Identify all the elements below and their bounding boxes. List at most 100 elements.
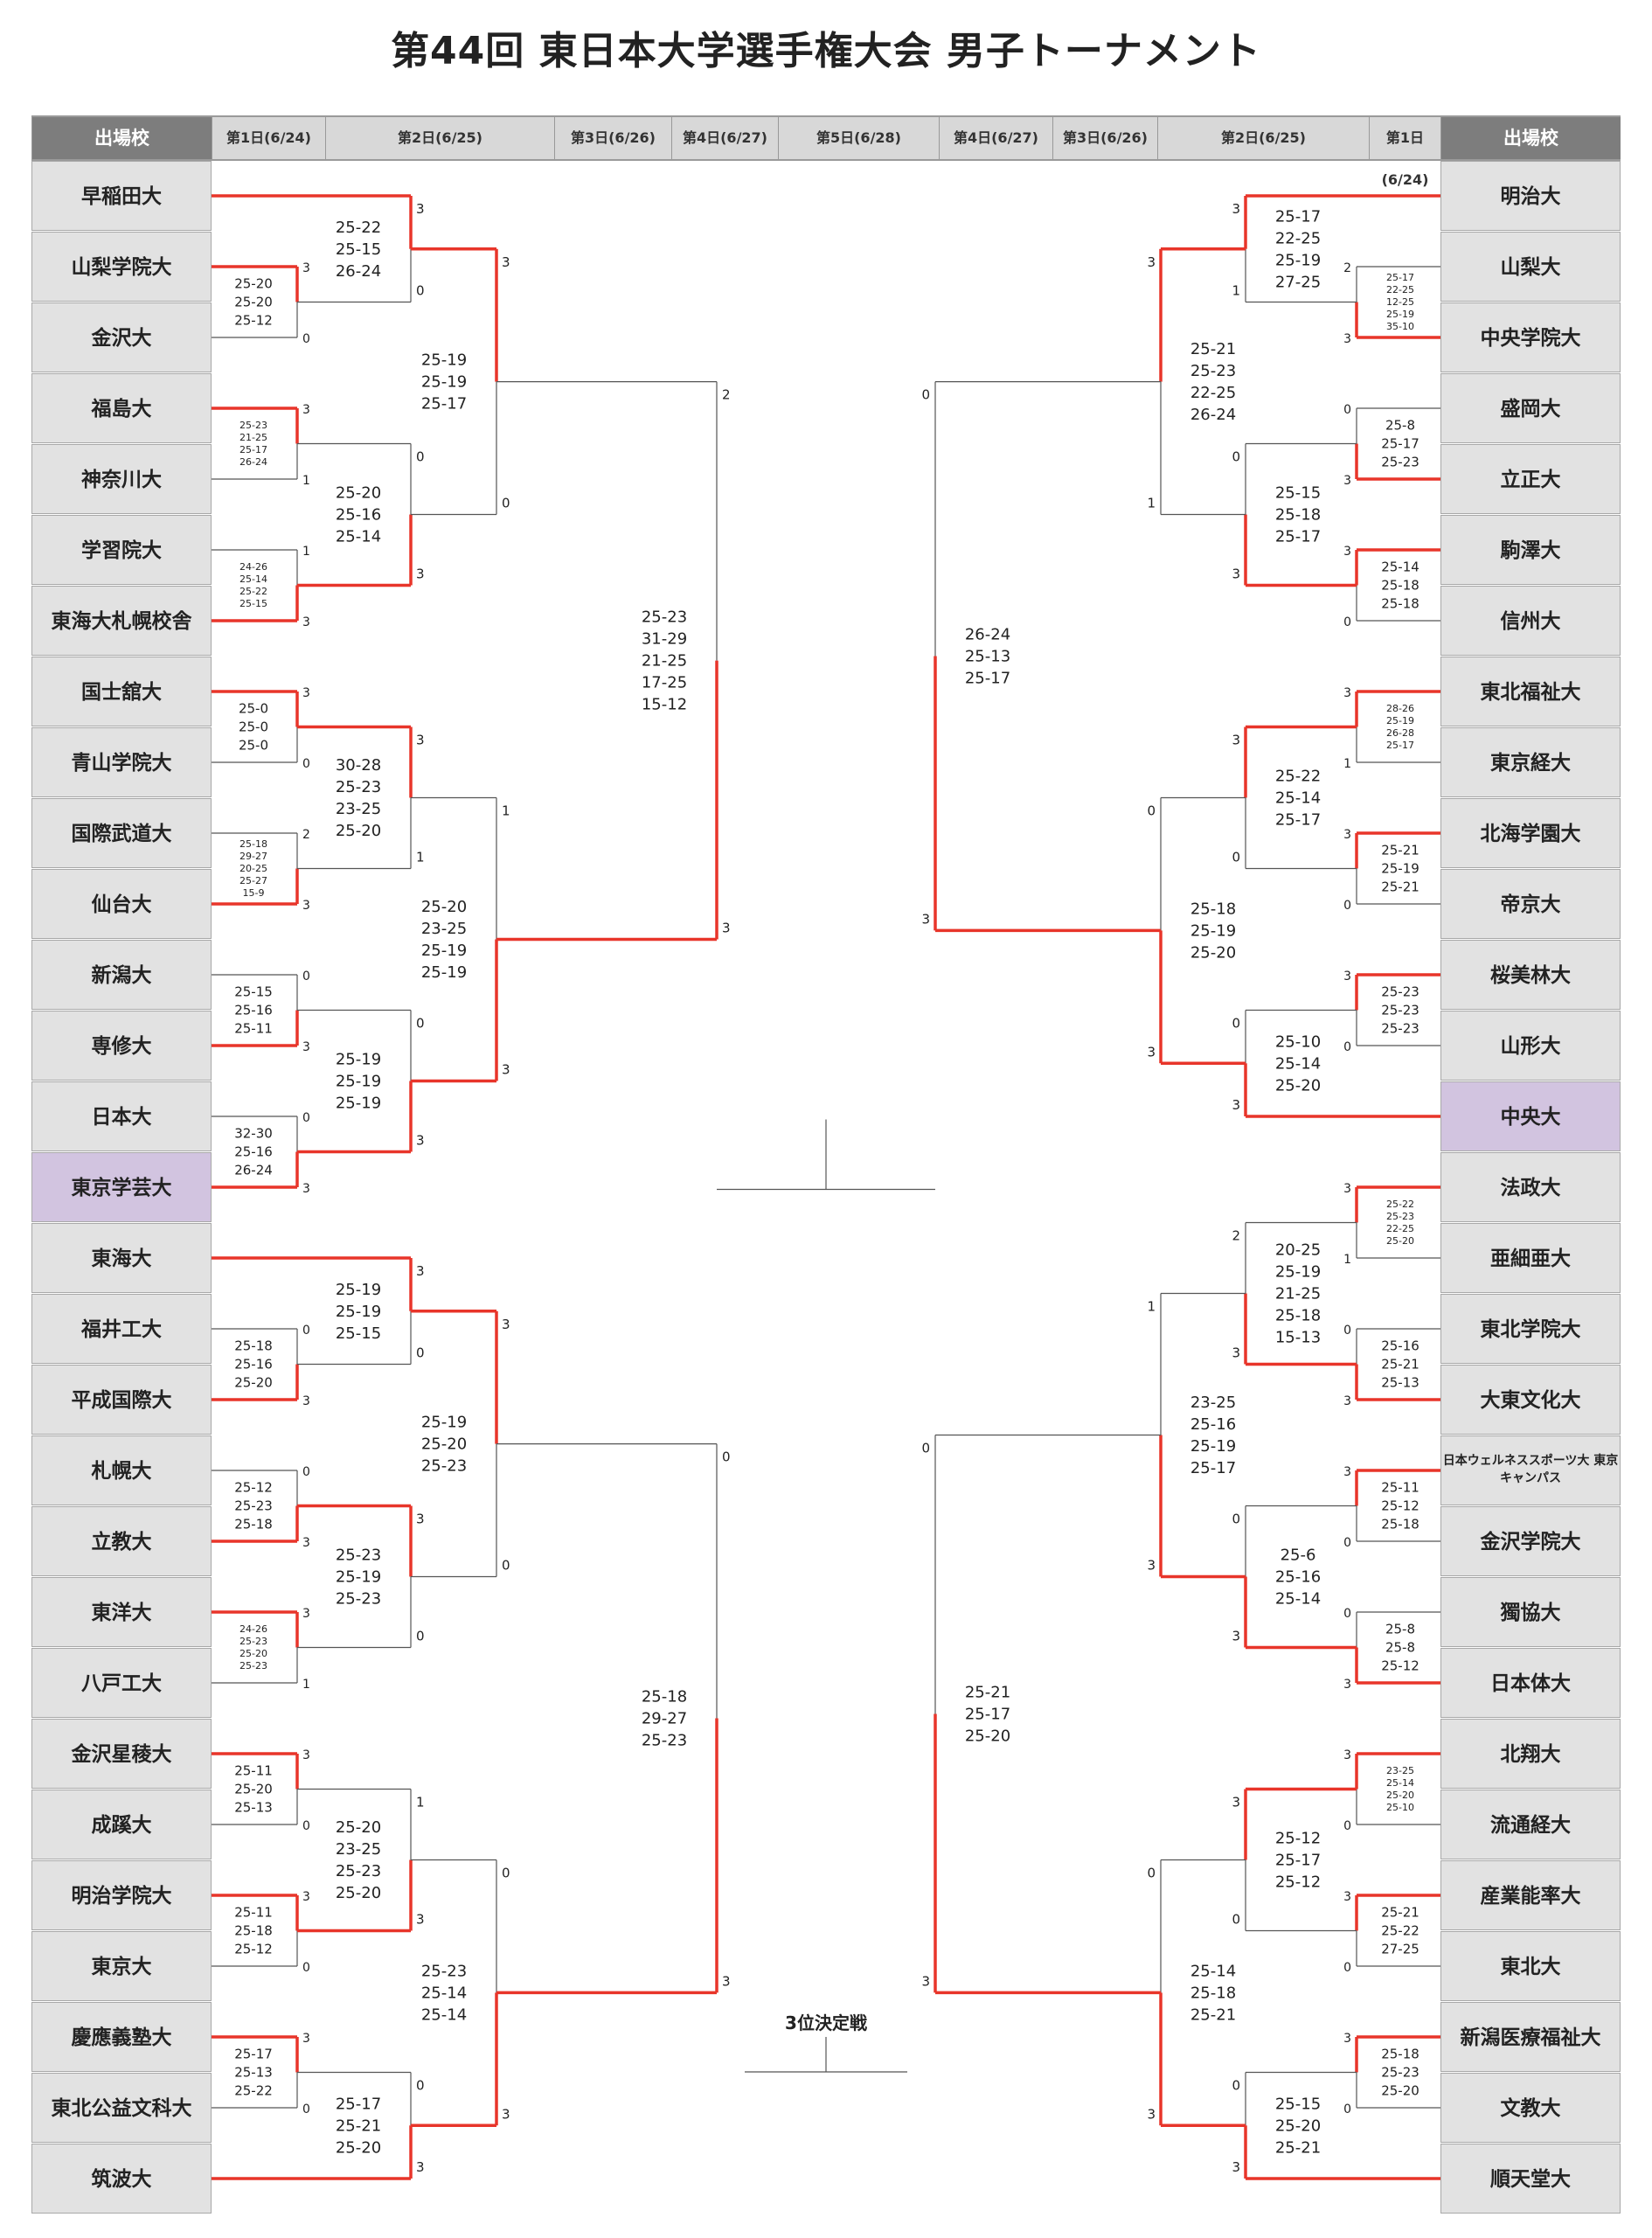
right-team-27: 新潟医療福祉大 bbox=[1440, 2002, 1621, 2072]
left-r2-set-score: 25-23 bbox=[336, 1590, 381, 1609]
right-r3-set-score: 25-20 bbox=[1190, 943, 1236, 962]
right-team-1: 明治大 bbox=[1440, 161, 1621, 231]
left-r1-set-score: 25-18 bbox=[234, 1517, 273, 1533]
left-r2-score-b: 0 bbox=[416, 1345, 425, 1361]
right-r2-set-score: 25-14 bbox=[1275, 1590, 1321, 1609]
left-r1-set-score: 25-11 bbox=[234, 1021, 273, 1037]
left-r3-set-score: 25-17 bbox=[421, 395, 467, 414]
left-r1-set-score: 25-0 bbox=[239, 719, 268, 735]
left-r1-set-score: 20-25 bbox=[239, 863, 267, 874]
right-r2-set-score: 25-17 bbox=[1275, 207, 1321, 226]
left-r2-score-a: 3 bbox=[416, 201, 425, 217]
right-r1-score-a: 3 bbox=[1343, 1182, 1351, 1196]
right-r1-score-b: 0 bbox=[1343, 1961, 1351, 1975]
left-r2-score-a: 0 bbox=[416, 449, 425, 465]
left-r1-set-score: 26-24 bbox=[239, 456, 267, 468]
left-team-1: 早稲田大 bbox=[31, 161, 212, 231]
right-r1-score-a: 0 bbox=[1343, 403, 1351, 417]
left-r1-set-score: 25-13 bbox=[234, 2065, 273, 2081]
left-r4-score-a: 2 bbox=[722, 387, 731, 403]
right-r1-set-score: 25-23 bbox=[1381, 2065, 1419, 2081]
right-team-14: 中央大 bbox=[1440, 1081, 1621, 1151]
left-r1-set-score: 25-17 bbox=[234, 2047, 273, 2062]
left-r1-score-a: 3 bbox=[302, 1890, 310, 1904]
left-r1-score-a: 2 bbox=[302, 828, 310, 842]
left-r3-score-b: 3 bbox=[502, 2106, 510, 2122]
right-team-9: 東京経大 bbox=[1440, 727, 1621, 797]
left-r4-set-score: 25-18 bbox=[642, 1688, 687, 1706]
right-r2-set-score: 25-12 bbox=[1275, 1830, 1321, 1848]
right-r2-score-a: 0 bbox=[1232, 1512, 1240, 1527]
right-r2-score-b: 1 bbox=[1232, 283, 1240, 299]
right-r1-set-score: 12-25 bbox=[1386, 296, 1414, 308]
right-r3-score-a: 0 bbox=[1147, 1866, 1156, 1881]
left-r2-set-score: 23-25 bbox=[336, 800, 381, 818]
right-r2-set-score: 25-12 bbox=[1275, 1873, 1321, 1892]
right-r1-set-score: 25-23 bbox=[1381, 984, 1419, 1000]
right-r1-set-score: 25-18 bbox=[1381, 596, 1419, 612]
left-r4-set-score: 21-25 bbox=[642, 652, 687, 671]
right-team-2: 山梨大 bbox=[1440, 232, 1621, 302]
right-r3-set-score: 25-19 bbox=[1190, 1437, 1236, 1456]
left-team-7: 東海大札幌校舎 bbox=[31, 586, 212, 656]
right-team-24: 流通経大 bbox=[1440, 1790, 1621, 1859]
left-team-23: 金沢星稜大 bbox=[31, 1719, 212, 1789]
left-team-16: 東海大 bbox=[31, 1223, 212, 1293]
left-r2-score-a: 3 bbox=[416, 1512, 425, 1527]
left-r1-score-b: 0 bbox=[302, 1961, 310, 1975]
left-r4-set-score: 25-23 bbox=[642, 1732, 687, 1750]
left-r4-set-score: 29-27 bbox=[642, 1710, 687, 1728]
left-r3-set-score: 25-19 bbox=[421, 1414, 467, 1432]
right-r2-set-score: 25-17 bbox=[1275, 1852, 1321, 1870]
schedule-header: 出場校第1日(6/24)第2日(6/25)第3日(6/26)第4日(6/27)第… bbox=[31, 115, 1621, 188]
left-r3-set-score: 25-23 bbox=[421, 1457, 467, 1476]
left-r1-score-a: 3 bbox=[302, 2032, 310, 2046]
left-r1-set-score: 24-26 bbox=[239, 1623, 267, 1635]
left-r2-set-score: 25-16 bbox=[336, 506, 381, 525]
left-r4-set-score: 31-29 bbox=[642, 630, 687, 649]
left-r1-set-score: 25-20 bbox=[234, 1782, 273, 1797]
right-r1-score-a: 3 bbox=[1343, 2032, 1351, 2046]
left-r1-score-b: 1 bbox=[302, 1678, 310, 1692]
right-r1-set-score: 25-8 bbox=[1385, 1622, 1415, 1637]
left-r2-set-score: 25-23 bbox=[336, 778, 381, 796]
right-r2-set-score: 25-16 bbox=[1275, 1568, 1321, 1587]
left-r2-set-score: 25-20 bbox=[336, 2138, 381, 2157]
right-r1-set-score: 25-16 bbox=[1381, 1338, 1419, 1354]
left-r1-set-score: 25-16 bbox=[234, 1003, 273, 1018]
left-r1-set-score: 25-27 bbox=[239, 875, 267, 886]
left-team-25: 明治学院大 bbox=[31, 1860, 212, 1930]
left-r1-score-a: 0 bbox=[302, 1465, 310, 1479]
right-team-12: 桜美林大 bbox=[1440, 940, 1621, 1010]
right-team-19: 日本ウェルネススポーツ大 東京キャンパス bbox=[1440, 1435, 1621, 1505]
left-r3-set-score: 25-20 bbox=[421, 1435, 467, 1454]
left-r1-score-b: 0 bbox=[302, 1819, 310, 1833]
left-r1-set-score: 25-12 bbox=[234, 1480, 273, 1496]
left-team-22: 八戸工大 bbox=[31, 1648, 212, 1718]
right-r2-set-score: 20-25 bbox=[1275, 1241, 1321, 1260]
right-r1-set-score: 25-12 bbox=[1381, 1498, 1419, 1514]
right-r1-set-score: 25-18 bbox=[1381, 578, 1419, 594]
left-r1-set-score: 26-24 bbox=[234, 1163, 273, 1178]
right-r1-set-score: 25-13 bbox=[1381, 1375, 1419, 1391]
left-r3-score-a: 0 bbox=[502, 1866, 510, 1881]
left-team-26: 東京大 bbox=[31, 1931, 212, 2001]
right-r1-set-score: 25-19 bbox=[1386, 715, 1414, 726]
right-r4-score-a: 0 bbox=[921, 387, 930, 403]
left-team-4: 福島大 bbox=[31, 373, 212, 443]
right-r3-set-score: 25-17 bbox=[1190, 1459, 1236, 1477]
right-r4-score-a: 0 bbox=[921, 1441, 930, 1456]
right-r1-set-score: 23-25 bbox=[1386, 1765, 1414, 1776]
right-r2-score-b: 0 bbox=[1232, 850, 1240, 865]
left-r1-score-b: 3 bbox=[302, 615, 310, 629]
right-r1-set-score: 25-17 bbox=[1381, 436, 1419, 452]
right-r3-set-score: 25-18 bbox=[1190, 900, 1236, 918]
page-title: 第44回 東日本大学選手権大会 男子トーナメント bbox=[391, 29, 1261, 73]
right-r1-set-score: 22-25 bbox=[1386, 1223, 1414, 1234]
right-r1-score-b: 3 bbox=[1343, 1678, 1351, 1692]
left-r2-score-a: 1 bbox=[416, 1795, 425, 1811]
right-r1-set-score: 25-20 bbox=[1381, 2083, 1419, 2099]
left-r2-set-score: 25-19 bbox=[336, 1073, 381, 1091]
right-r2-set-score: 25-20 bbox=[1275, 2116, 1321, 2135]
left-r2-set-score: 25-21 bbox=[336, 2116, 381, 2135]
